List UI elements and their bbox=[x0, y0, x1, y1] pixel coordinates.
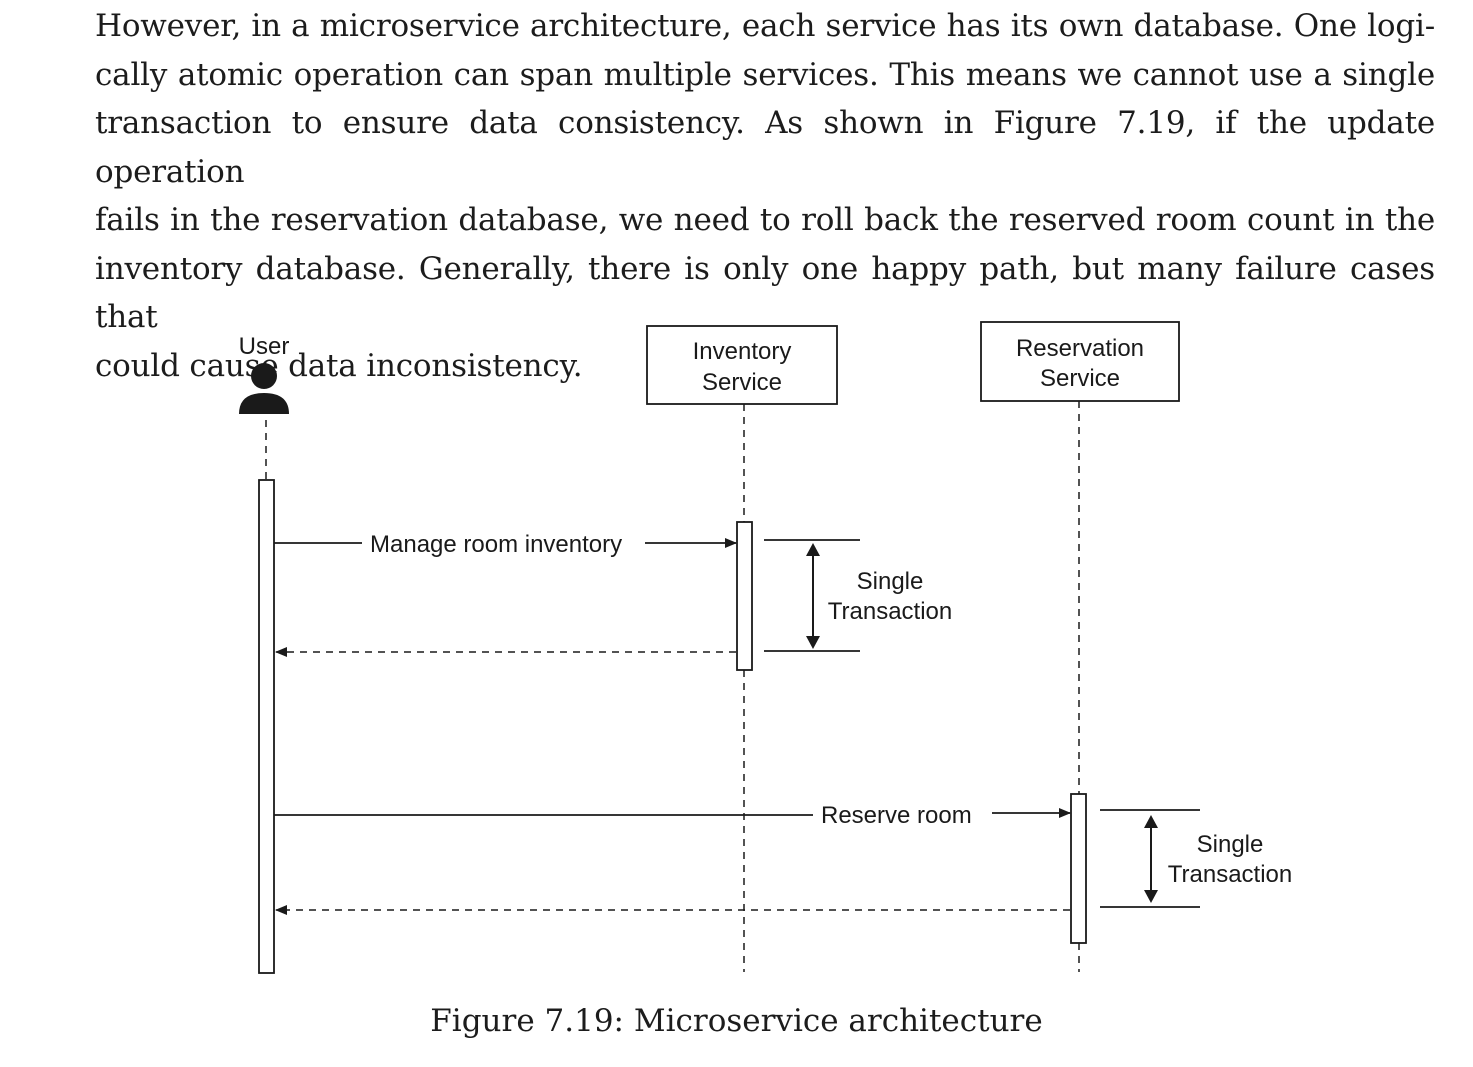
paragraph-line: cally atomic operation can span multiple… bbox=[95, 56, 1435, 93]
paragraph-line: fails in the reservation database, we ne… bbox=[95, 202, 1435, 238]
paragraph-line: transaction to ensure data consistency. … bbox=[95, 105, 1435, 190]
body-paragraph: However, in a microservice architecture,… bbox=[95, 2, 1435, 390]
paragraph-line: inventory database. Generally, there is … bbox=[95, 250, 1435, 336]
paragraph-line: However, in a microservice architecture,… bbox=[95, 8, 1435, 44]
reservation-service-label-line1: Reservation bbox=[1016, 335, 1144, 362]
transaction-label-line1: Single bbox=[857, 568, 924, 595]
paragraph-line: could cause data inconsistency. bbox=[95, 347, 583, 384]
reservation-service-box: Reservation Service bbox=[980, 321, 1180, 402]
reserve-room-label: Reserve room bbox=[821, 802, 972, 829]
transaction-label-line2: Transaction bbox=[1168, 861, 1293, 888]
transaction-bracket-reservation bbox=[1100, 809, 1200, 908]
actor-label: User bbox=[239, 333, 290, 360]
inventory-service-label-line2: Service bbox=[702, 369, 782, 396]
inventory-activation-bar bbox=[736, 521, 753, 671]
reservation-activation-bar bbox=[1070, 793, 1087, 944]
user-actor-icon bbox=[239, 363, 289, 414]
transaction-label-line1: Single bbox=[1197, 831, 1264, 858]
inventory-service-box: Inventory Service bbox=[646, 325, 838, 405]
manage-inventory-label: Manage room inventory bbox=[370, 531, 622, 558]
transaction-label-line2: Transaction bbox=[828, 598, 953, 625]
sequence-diagram: User Inventory Service Reservation Servi… bbox=[239, 321, 1293, 974]
inventory-service-label-line1: Inventory bbox=[693, 338, 792, 365]
figure-caption: Figure 7.19: Microservice architecture bbox=[430, 1003, 1043, 1039]
transaction-bracket-inventory bbox=[764, 539, 860, 652]
user-activation-bar bbox=[258, 479, 275, 974]
reservation-service-label-line2: Service bbox=[1040, 365, 1120, 392]
